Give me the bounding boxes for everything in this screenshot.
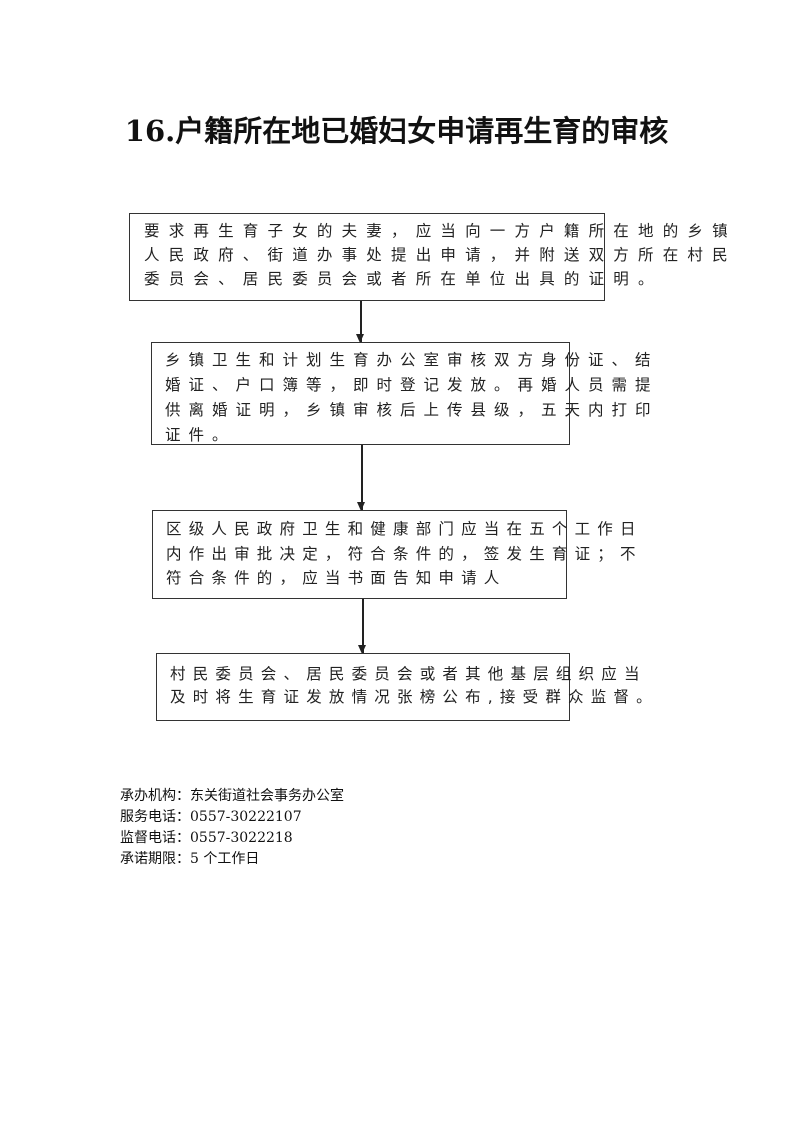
step-text-line: 供离婚证明，乡镇审核后上传县级，五天内打印 <box>165 401 659 419</box>
step-text-line: 人民政府、街道办事处提出申请，并附送双方所在村民 <box>144 246 737 264</box>
flow-step-3-district-approval: 区级人民政府卫生和健康部门应当在五个工作日 内作出审批决定，符合条件的，签发生育… <box>152 510 643 599</box>
step-text-line: 乡镇卫生和计划生育办公室审核双方身份证、结 <box>165 351 659 369</box>
step-text-line: 证件。 <box>165 426 236 444</box>
promised-time-limit: 承诺期限：5 个工作日 <box>120 851 260 867</box>
step-text-line: 内作出审批决定，符合条件的，签发生育证；不 <box>166 544 643 563</box>
service-phone: 服务电话：0557-30222107 <box>120 809 302 825</box>
flow-arrow-down-icon <box>358 445 364 511</box>
step-text-line: 符合条件的，应当书面告知申请人 <box>166 569 507 587</box>
handling-agency: 承办机构：东关街道社会事务办公室 <box>120 788 344 804</box>
flow-step-2-township-review: 乡镇卫生和计划生育办公室审核双方身份证、结 婚证、户口簿等，即时登记发放。再婚人… <box>151 342 659 445</box>
supervision-phone: 监督电话：0557-3022218 <box>120 830 293 846</box>
flow-arrow-down-icon <box>357 301 363 343</box>
step-text-line: 要求再生育子女的夫妻，应当向一方户籍所在地的乡镇 <box>144 222 737 240</box>
flow-arrow-down-icon <box>359 599 365 654</box>
contact-info: 承办机构：东关街道社会事务办公室 服务电话：0557-30222107 监督电话… <box>120 786 344 870</box>
step-text-line: 区级人民政府卫生和健康部门应当在五个工作日 <box>166 520 643 538</box>
page-title: 16.户籍所在地已婚妇女申请再生育的审核 <box>124 114 669 148</box>
step-text-line: 及时将生育证发放情况张榜公布,接受群众监督。 <box>170 688 659 706</box>
step-text-line: 婚证、户口簿等，即时登记发放。再婚人员需提 <box>165 376 659 394</box>
step-text-line: 委员会、居民委员会或者所在单位出具的证明。 <box>144 270 663 288</box>
step-text-line: 村民委员会、居民委员会或者其他基层组织应当 <box>170 665 647 683</box>
flow-step-4-public-notice: 村民委员会、居民委员会或者其他基层组织应当 及时将生育证发放情况张榜公布,接受群… <box>156 653 659 721</box>
flow-step-1-application: 要求再生育子女的夫妻，应当向一方户籍所在地的乡镇 人民政府、街道办事处提出申请，… <box>129 213 737 301</box>
